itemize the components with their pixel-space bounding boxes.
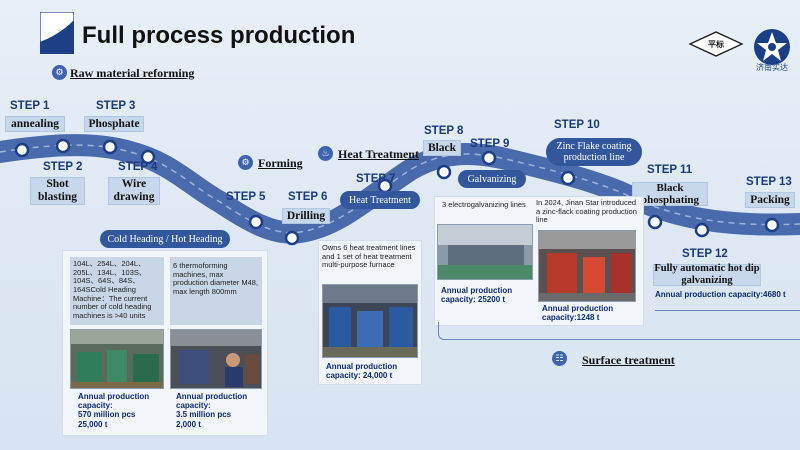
raw-material-icon: ⚙ xyxy=(52,65,67,80)
step-8-label: Black xyxy=(423,140,461,156)
step-node xyxy=(102,139,118,155)
thermoforming-note: 6 thermoforming machines, max production… xyxy=(170,257,262,325)
step-4: STEP 4 xyxy=(118,161,158,173)
step-13-label: Packing xyxy=(745,192,795,208)
step-node xyxy=(764,217,780,233)
step-12: STEP 12 xyxy=(682,248,728,260)
section-heat-treatment: Heat Treatment xyxy=(338,147,419,161)
step-node xyxy=(248,214,264,230)
step-2-label: Shot blasting xyxy=(30,177,85,205)
capacity-zinc-flake: Annual production capacity:1248 t xyxy=(542,304,614,323)
capacity-thermoforming: Annual production capacity: 3.5 million … xyxy=(176,392,248,429)
step-3-label: Phosphate xyxy=(84,116,144,132)
heat-treatment-icon: ♨ xyxy=(318,146,333,161)
forming-icon: ⚙ xyxy=(238,155,253,170)
zinc-flake-note: In 2024, Jinan Star introduced a zinc-fl… xyxy=(536,198,637,225)
galvanizing-pill: Galvanizing xyxy=(458,170,526,188)
step-12-label: Fully automatic hot dip galvanizing xyxy=(653,263,761,286)
heat-treatment-photo xyxy=(322,284,418,358)
electrogalvanizing-note: 3 electrogalvanizing lines xyxy=(442,200,526,209)
thermoforming-photo xyxy=(170,329,262,389)
section-raw-material: Raw material reforming xyxy=(70,66,195,80)
step-1: STEP 1 xyxy=(10,100,50,112)
step-11-label: Black phosphating xyxy=(632,182,708,206)
step-1-label: annealing xyxy=(5,116,65,132)
step-7: STEP 7 xyxy=(356,173,396,185)
step-8: STEP 8 xyxy=(424,125,464,137)
capacity-electrogalvanizing: Annual production capacity: 25200 t xyxy=(441,286,513,305)
step-13: STEP 13 xyxy=(746,176,792,188)
step-node xyxy=(55,138,71,154)
step-node xyxy=(647,214,663,230)
step-10: STEP 10 xyxy=(554,119,600,131)
company-star-logo xyxy=(754,29,790,65)
zinc-flake-pill: Zinc Flake coating production line xyxy=(546,138,642,166)
step-11: STEP 11 xyxy=(647,164,693,176)
step-node xyxy=(14,142,30,158)
company-seal-logo: 平标 xyxy=(688,31,744,57)
step-4-label: Wire drawing xyxy=(108,177,160,205)
cold-heading-pill: Cold Heading / Hot Heading xyxy=(100,230,230,248)
divider xyxy=(655,310,800,311)
step-6-label: Drilling xyxy=(282,208,330,224)
page-title: Full process production xyxy=(82,22,356,49)
step-node xyxy=(284,230,300,246)
cold-heading-photo xyxy=(70,329,164,389)
step-6: STEP 6 xyxy=(288,191,328,203)
step-5: STEP 5 xyxy=(226,191,266,203)
capacity-cold-heading: Annual production capacity: 570 million … xyxy=(78,392,150,429)
capacity-hot-dip: Annual production capacity:4680 t xyxy=(655,290,786,299)
step-node xyxy=(140,149,156,165)
surface-treatment-icon: ☷ xyxy=(552,351,567,366)
zinc-flake-photo xyxy=(538,230,636,302)
step-node xyxy=(560,170,576,186)
step-node xyxy=(481,150,497,166)
step-2: STEP 2 xyxy=(43,161,83,173)
section-surface-treatment: Surface treatment xyxy=(582,353,675,367)
step-3: STEP 3 xyxy=(96,100,136,112)
cold-heading-note: 104L、254L、204L、205L、134L、103S、104S、64S、8… xyxy=(70,257,164,325)
step-node xyxy=(694,222,710,238)
svg-text:平标: 平标 xyxy=(708,39,724,49)
surface-bracket xyxy=(438,322,800,340)
heat-treatment-pill: Heat Treatment xyxy=(340,191,420,209)
heat-treatment-note: Owns 6 heat treatment lines and 1 set of… xyxy=(322,243,416,270)
company-name: 济南实达 xyxy=(756,63,788,72)
step-9: STEP 9 xyxy=(470,138,510,150)
capacity-heat-treatment: Annual production capacity: 24,000 t xyxy=(326,362,398,381)
corner-decoration xyxy=(40,12,74,54)
step-node xyxy=(436,164,452,180)
electrogalvanizing-photo xyxy=(437,224,533,280)
section-forming: Forming xyxy=(258,156,303,170)
